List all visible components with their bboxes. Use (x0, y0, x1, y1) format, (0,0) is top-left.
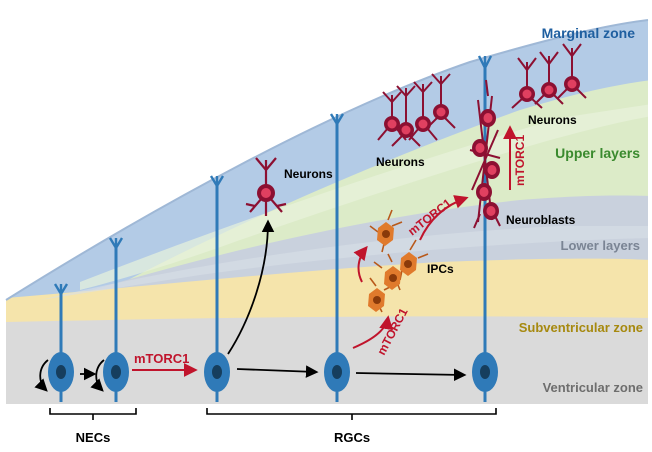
neurons-label-3: Neurons (528, 113, 577, 127)
ventricular-zone-label: Ventricular zone (543, 380, 643, 395)
neuroblasts-label: Neuroblasts (506, 213, 576, 227)
subventricular-zone-label: Subventricular zone (519, 320, 643, 335)
marginal-zone-label: Marginal zone (542, 25, 636, 41)
brackets (49, 408, 497, 420)
rgc-cell-1 (204, 175, 230, 402)
rgcs-label: RGCs (334, 430, 370, 445)
neurons-label-2: Neurons (376, 155, 425, 169)
neuron-cluster-right (511, 43, 587, 109)
nec-cell-2 (103, 237, 129, 402)
necs-label: NECs (76, 430, 111, 445)
neuroblasts-chain (469, 79, 501, 229)
ipc-cells (368, 209, 429, 313)
mtorc1-label-horizontal: mTORC1 (134, 351, 189, 366)
neurons-label-1: Neurons (284, 167, 333, 181)
nec-cell-1 (48, 283, 74, 402)
ipcs-label: IPCs (427, 262, 454, 276)
lower-layers-label: Lower layers (561, 238, 641, 253)
mtorc1-label-vertical: mTORC1 (513, 135, 527, 186)
neuron-single (245, 157, 287, 216)
upper-layers-label: Upper layers (555, 145, 640, 161)
division-arrows (34, 359, 105, 392)
rgc-cell-2 (324, 113, 350, 402)
neuron-cluster-middle (377, 73, 456, 147)
mtorc1-arrows (132, 125, 517, 377)
black-transition-arrows (227, 219, 467, 382)
